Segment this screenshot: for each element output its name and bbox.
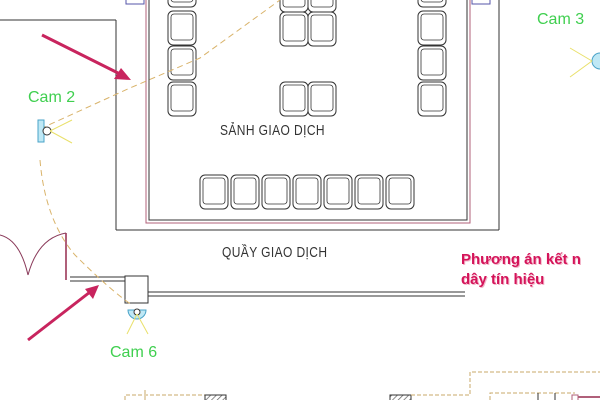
- counter-wall: [65, 233, 465, 304]
- lobby-chairs: [167, 0, 447, 210]
- camera-2-label: Cam 2: [28, 89, 76, 106]
- lower-rooms: [124, 371, 600, 400]
- arrow-to-lobby: [41, 33, 131, 80]
- counter-label: QUẦY GIAO DỊCH: [222, 244, 328, 261]
- camera-3-label: Cam 3: [537, 11, 585, 28]
- note-line-2: dây tín hiệu: [461, 271, 545, 288]
- lobby-label: SẢNH GIAO DỊCH: [220, 122, 325, 139]
- arrow-to-entrance: [27, 285, 99, 342]
- camera-6-icon[interactable]: [126, 308, 149, 335]
- camera-6-label: Cam 6: [110, 344, 158, 361]
- note-line-1: Phương án kết n: [461, 251, 581, 268]
- camera-2-icon[interactable]: [37, 119, 73, 144]
- door-swings: [0, 232, 67, 276]
- walls: [0, 0, 500, 231]
- camera-3-icon[interactable]: [569, 47, 600, 78]
